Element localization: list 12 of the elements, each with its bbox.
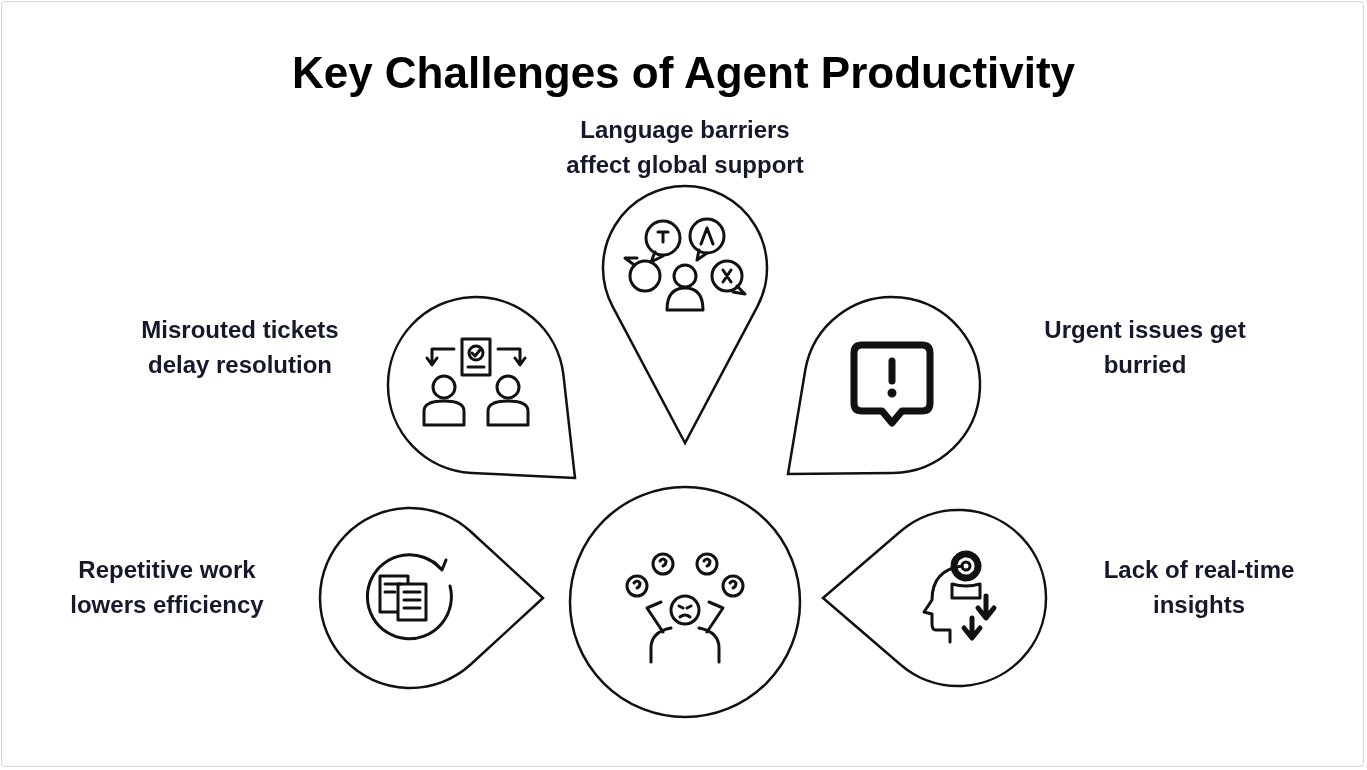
challenge-caption: Urgent issues get burried bbox=[1043, 315, 1247, 380]
teardrop-shape bbox=[601, 184, 769, 445]
circle-shape bbox=[568, 485, 802, 719]
challenge-caption: Language barriers affect global support bbox=[565, 115, 805, 180]
challenge-caption: Misrouted tickets delay resolution bbox=[140, 315, 340, 380]
teardrop-shape bbox=[386, 295, 577, 480]
teardrop-shape bbox=[821, 508, 1048, 688]
title: Key Challenges of Agent Productivity bbox=[290, 48, 1077, 98]
challenge-caption: Lack of real-time insights bbox=[1102, 555, 1296, 620]
teardrop-shape bbox=[786, 295, 982, 476]
teardrop-shape bbox=[318, 506, 545, 690]
challenge-caption: Repetitive work lowers efficiency bbox=[69, 555, 265, 620]
